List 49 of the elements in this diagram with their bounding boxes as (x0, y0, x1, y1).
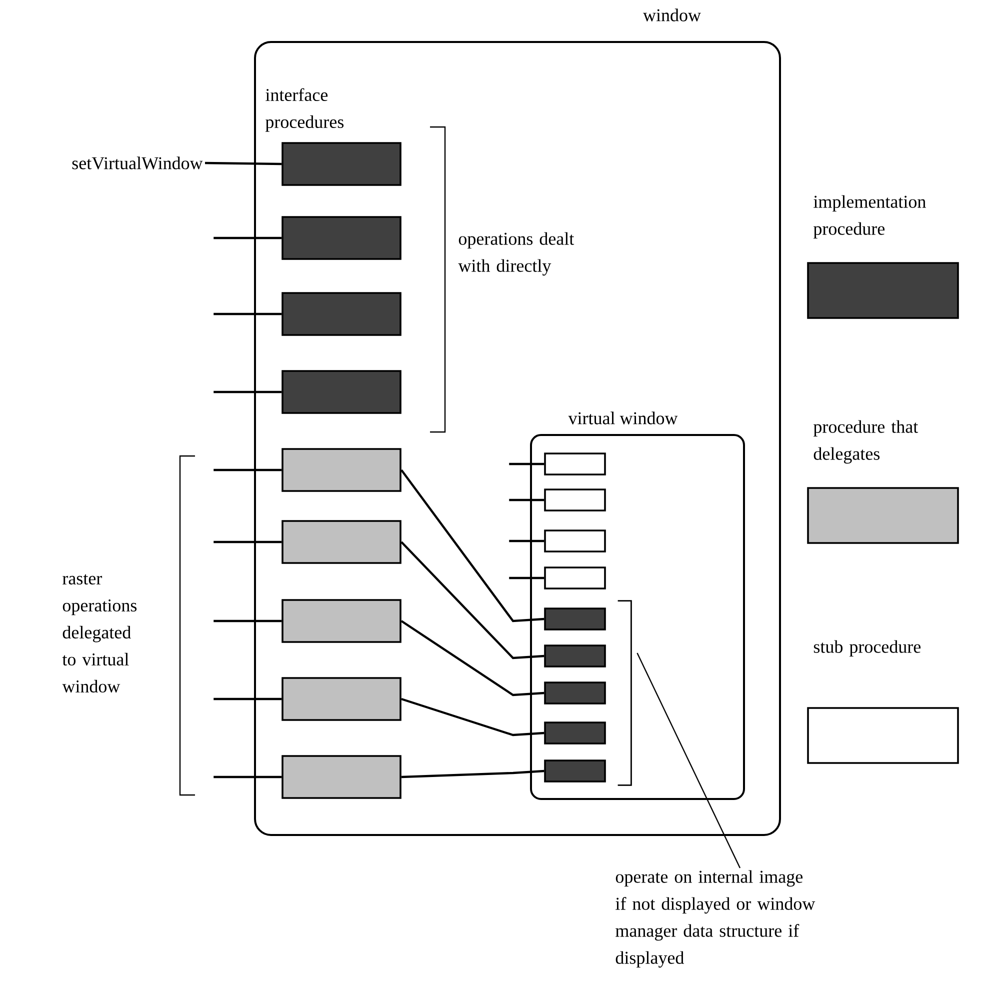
procedure-box (282, 292, 402, 336)
legend-text: implementation procedure (813, 195, 926, 239)
procedure-box (282, 599, 402, 643)
procedure-box (544, 682, 606, 704)
connector-line (214, 468, 282, 472)
connector-line (401, 698, 544, 736)
connector-line (509, 462, 544, 466)
procedure-box (544, 608, 606, 630)
connector-line (400, 469, 544, 622)
procedure-box (282, 142, 402, 186)
connector-line (204, 162, 282, 166)
bracket-label: raster operations delegated to virtual window (62, 574, 137, 693)
bracket (618, 600, 632, 786)
connector-line (214, 540, 282, 544)
procedure-name: setVirtualWindow (72, 156, 203, 170)
note-text: operate on internal image if not displayed or window manager data structure if displayed (616, 870, 816, 968)
bracket-label: operations dealt with directly (458, 232, 574, 276)
procedure-box (282, 448, 402, 492)
procedure-box (544, 566, 606, 590)
connector-line (214, 236, 282, 240)
procedure-box (544, 644, 606, 668)
connector-line (214, 698, 282, 700)
node-label: virtual window (568, 412, 678, 424)
connector-line (214, 312, 282, 316)
connector-line (400, 541, 544, 660)
legend-text: stub procedure (814, 640, 921, 657)
connector-line (509, 576, 544, 580)
connector-line (509, 498, 544, 502)
connector-line (509, 540, 544, 542)
procedure-box (544, 530, 606, 552)
connector-line (400, 620, 544, 696)
connector-line (214, 776, 282, 778)
heading-text: interface procedures (265, 88, 344, 132)
node-label: window (643, 8, 701, 22)
procedure-box (282, 755, 402, 799)
procedure-box (544, 722, 606, 744)
procedure-box (544, 452, 606, 476)
procedure-box (282, 370, 402, 414)
leader-line (636, 652, 741, 868)
procedure-box (282, 520, 402, 564)
procedure-box (282, 677, 402, 721)
connector-line (214, 390, 282, 394)
procedure-box (544, 760, 606, 782)
procedure-box (544, 488, 606, 512)
legend-text: procedure that delegates (813, 420, 918, 464)
connector-line (214, 620, 282, 622)
virtual-window-frame: virtual window (530, 412, 745, 800)
procedure-box (282, 216, 402, 260)
connector-line (401, 770, 544, 778)
